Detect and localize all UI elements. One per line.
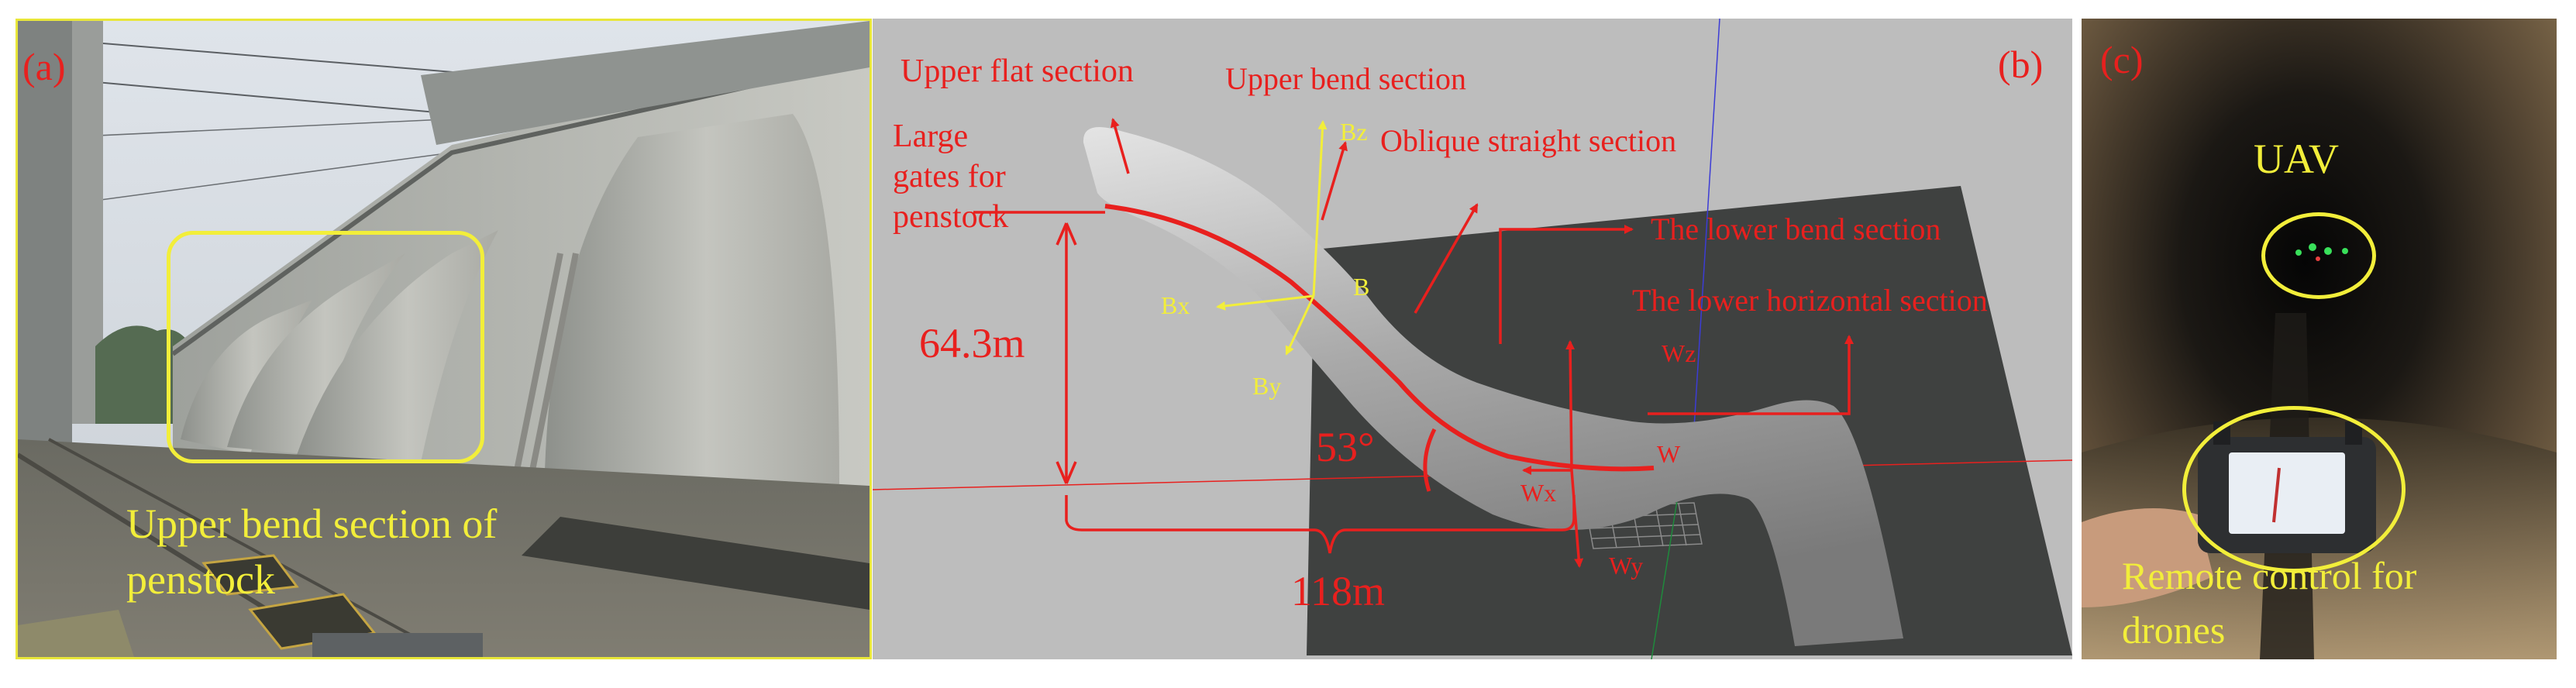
large-gates-label-line3: penstock [893,199,1009,235]
lower-horizontal-label: The lower horizontal section [1632,283,1988,318]
frame-w [1522,340,1584,568]
panel-a-caption-line2: penstock [126,556,275,603]
z-axis-line [1692,19,1720,453]
large-gates-label-line1: Large [893,119,969,154]
oblique-label: Oblique straight section [1380,123,1677,158]
upper-bend-arrow [1321,141,1348,221]
penstock-diagram [873,19,2072,659]
penstock-centerline [1104,204,1655,472]
by-arrow [1285,295,1315,356]
upper-flat-label: Upper flat section [901,53,1134,89]
height-label: 64.3m [919,320,1025,366]
penstock-photo [18,21,870,657]
lower-bend-label: The lower bend section [1651,212,1941,246]
panel-b-tag: (b) [1998,43,2044,86]
upper-bend-label: Upper bend section [1225,61,1467,96]
panel-c-photo: (c) UAV Remote control for drones [2082,19,2557,659]
panel-a-caption-line1: Upper bend section of [126,501,498,547]
wz-label: Wz [1662,339,1696,367]
point-w-label: W [1657,440,1681,468]
lower-bend-arrow [1499,225,1634,344]
highlight-box [167,231,484,463]
frame-b [1216,120,1328,356]
point-b-label: B [1353,273,1370,301]
panel-b-diagram: (b) Upper flat section Upper bend sectio… [873,19,2072,659]
wy-arrow [1570,470,1584,568]
upper-flat-arrow [1110,118,1130,174]
uav-label: UAV [2254,136,2340,182]
bx-label: Bx [1161,291,1190,319]
panel-a-tag: (a) [22,45,66,88]
bx-arrow [1216,294,1314,311]
wy-label: Wy [1609,552,1644,580]
oblique-arrow [1414,203,1479,314]
panel-c-tag: (c) [2100,38,2144,81]
length-label: 118m [1291,568,1385,614]
lower-horizontal-arrow [1648,335,1854,415]
bz-label: Bz [1340,118,1368,146]
remote-label-line2: drones [2122,608,2226,652]
bz-arrow [1312,120,1328,297]
y-axis-line [1651,490,1679,659]
uav-highlight-circle [2261,212,2376,299]
panel-a-photo: (a) Upper bend section of penstock [15,19,872,659]
angle-label: 53° [1316,424,1375,470]
remote-highlight-circle [2182,406,2406,573]
remote-label-line1: Remote control for [2122,554,2417,597]
by-label: By [1252,372,1282,400]
penstock-tube [1083,127,1903,646]
length-bracket [1065,495,1576,554]
wx-label: Wx [1520,479,1557,507]
wz-arrow [1565,340,1576,471]
large-gates-label-line2: gates for [893,159,1006,194]
angle-arc [1423,428,1437,492]
